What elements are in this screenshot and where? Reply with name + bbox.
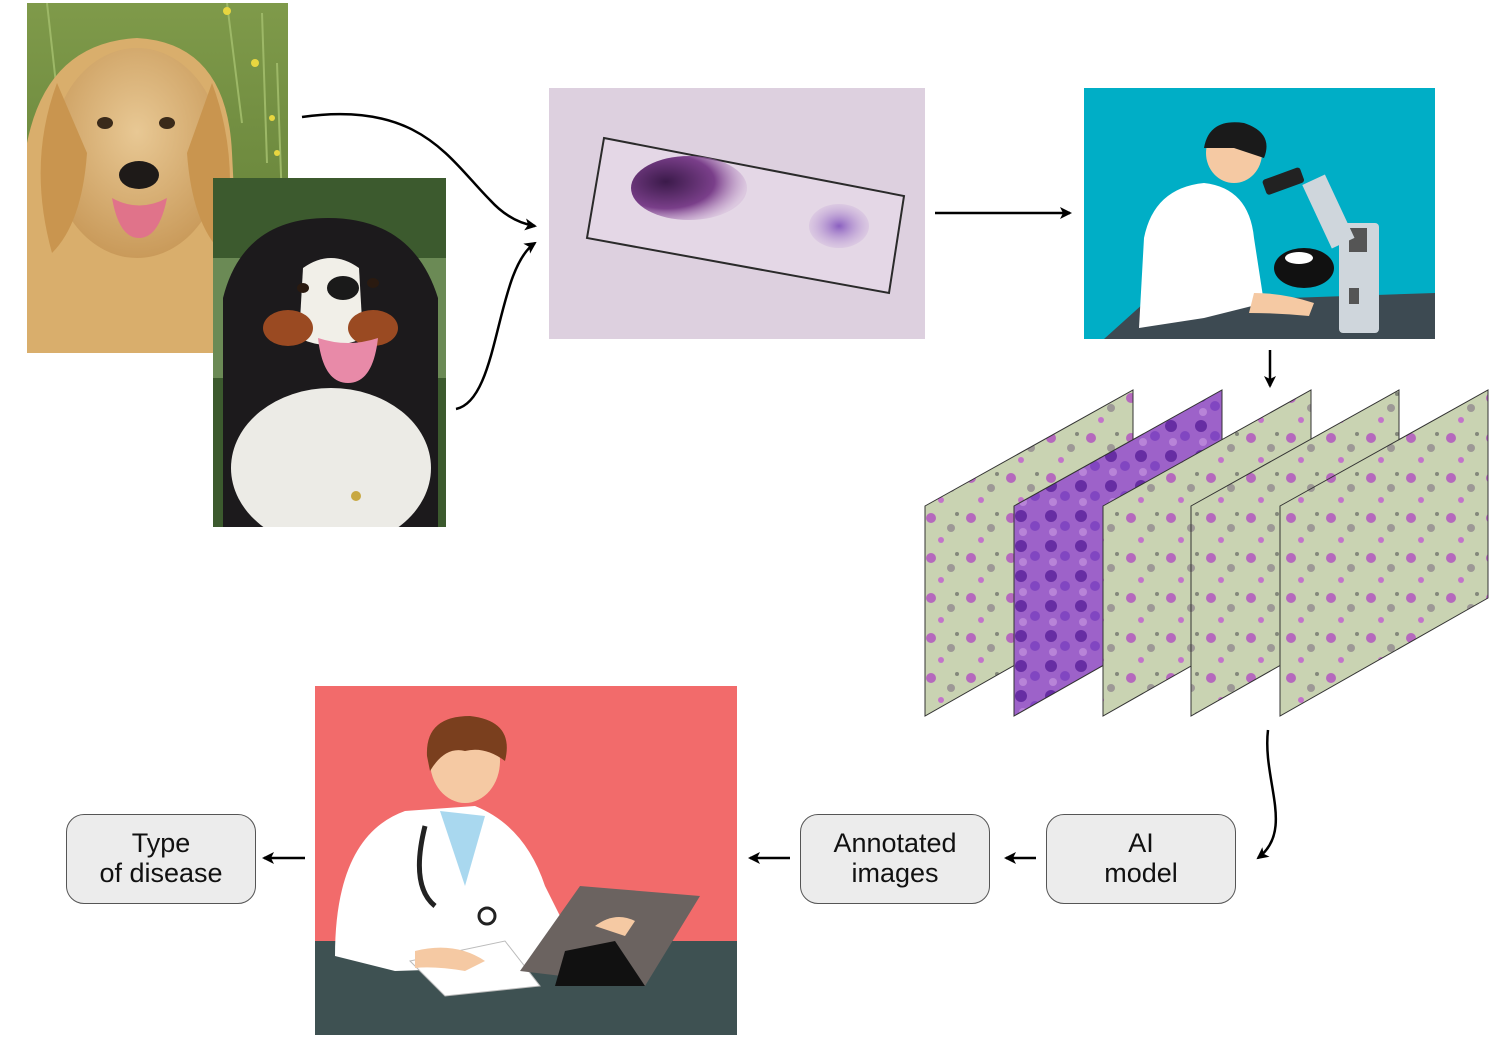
ai-model-box: AI model: [1046, 814, 1236, 904]
ai-model-line1: AI: [1128, 828, 1154, 859]
type-of-disease-box: Type of disease: [66, 814, 256, 904]
type-of-disease-line2: of disease: [99, 858, 223, 888]
annotated-images-box: Annotated images: [800, 814, 990, 904]
cytology-image-stack: [923, 388, 1490, 718]
glass-slide-photo: [549, 88, 925, 339]
arrow-images-to-ai: [1256, 729, 1278, 860]
cytology-image-5: [1279, 389, 1489, 717]
bernese-dog-photo: [213, 178, 446, 527]
arrow-dog1-to-slide: [301, 112, 537, 231]
type-of-disease-line1: Type: [131, 828, 191, 859]
annotated-images-line2: images: [851, 858, 939, 888]
ai-model-line2: model: [1104, 858, 1178, 888]
microscope-scientist-illustration: [1084, 88, 1435, 339]
arrow-dog2-to-slide: [455, 241, 537, 411]
doctor-laptop-illustration: [315, 686, 737, 1035]
annotated-images-line1: Annotated: [833, 828, 957, 859]
